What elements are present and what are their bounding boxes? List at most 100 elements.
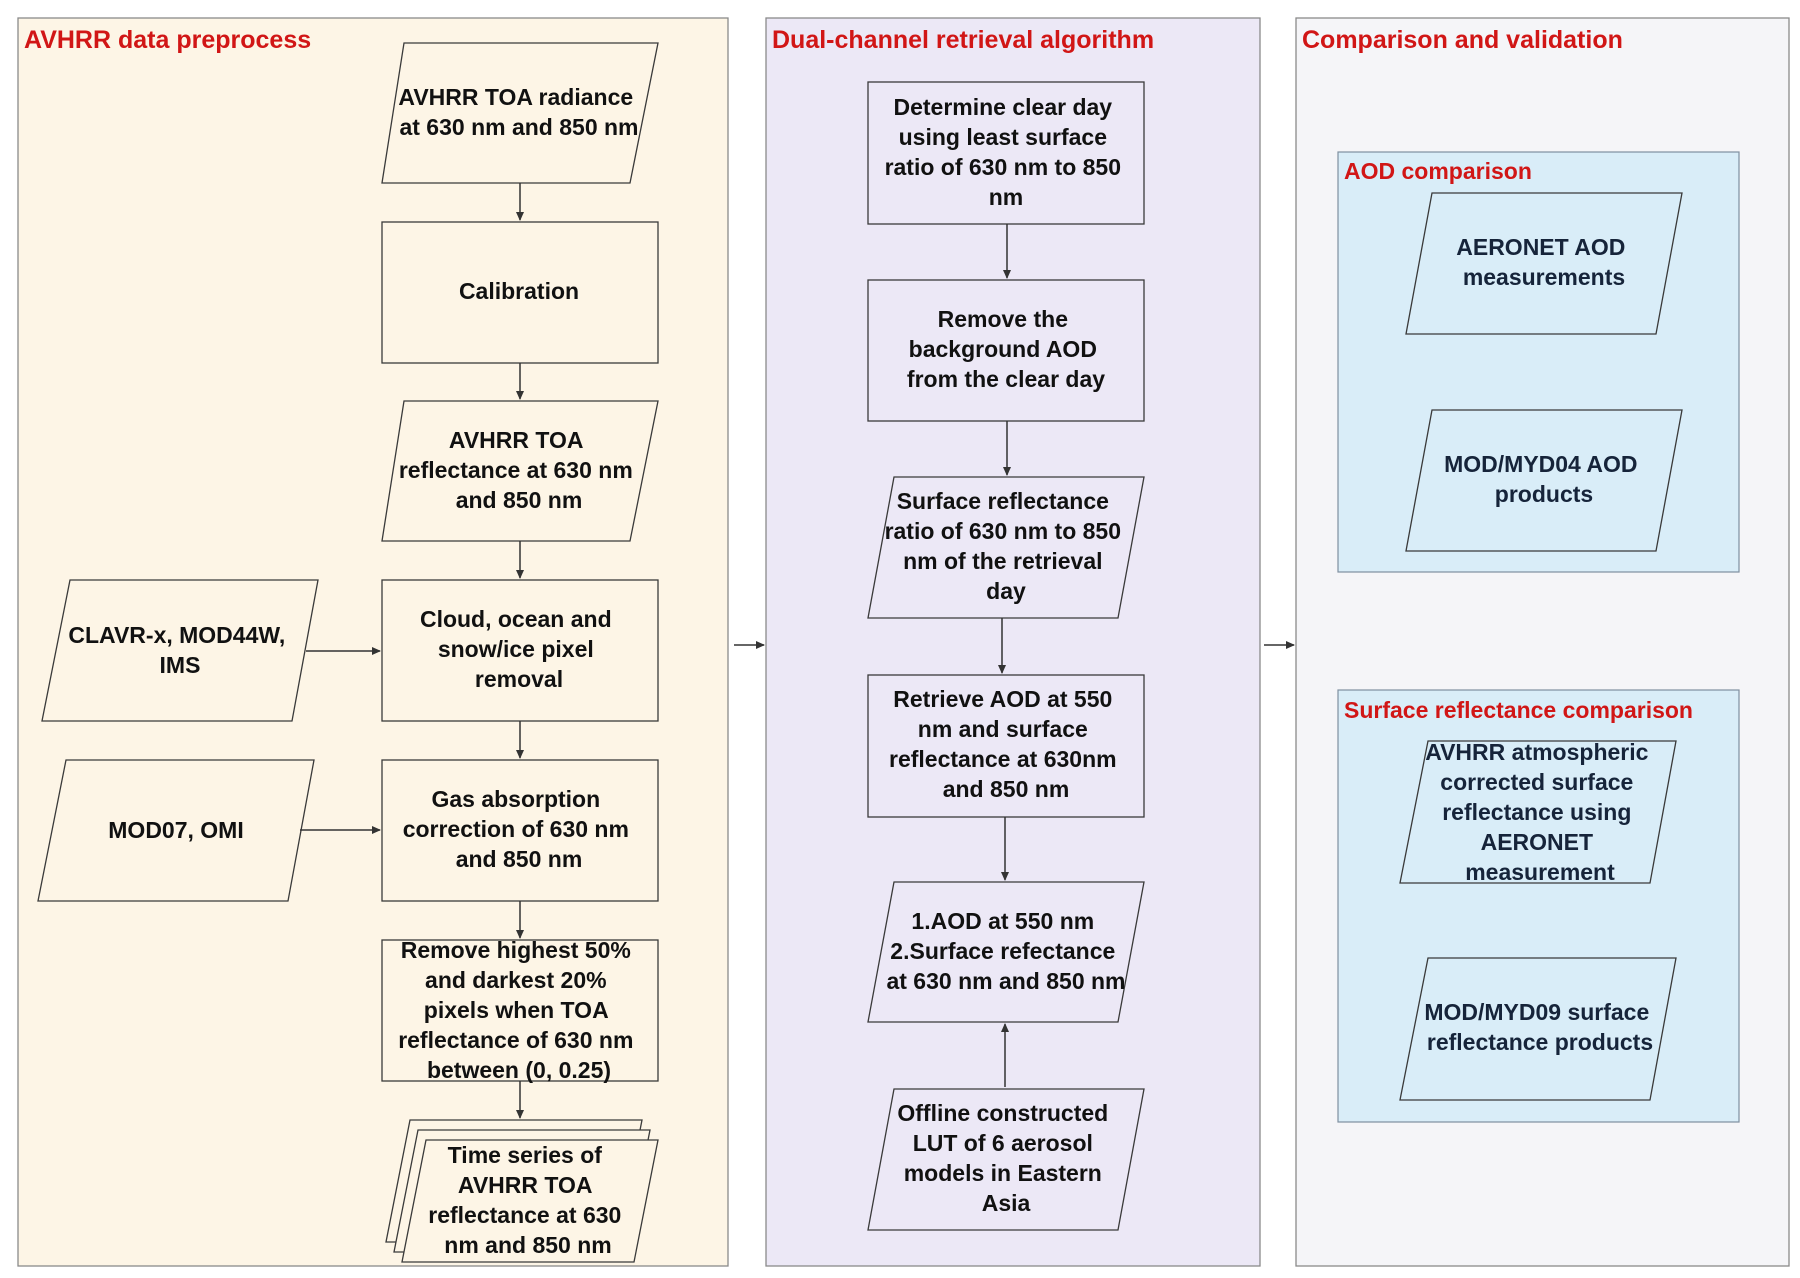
node-line: ratio of 630 nm to 850 [885,154,1121,180]
node-retrieve-aod: Retrieve AOD at 550 nm and surface refle… [867,674,1145,818]
node-clavr: CLAVR-x, MOD44W, IMS [41,579,319,722]
svg-text:MOD/MYD04 AOD products: MOD/MYD04 AOD products [1444,451,1644,507]
svg-text:CLAVR-x, MOD44W, IMS: CLAVR-x, MOD44W, IMS [68,622,291,678]
node-remove-background: Remove the background AOD from the clear… [867,279,1145,422]
node-line: ratio of 630 nm to 850 [885,518,1121,544]
node-lut: Offline constructed LUT of 6 aerosol mod… [867,1088,1145,1231]
svg-text:Retrieve AOD at 550 nm a: Retrieve AOD at 550 nm and surface refle… [889,686,1123,802]
node-line: reflectance products [1427,1029,1653,1055]
panel-title-retrieval: Dual-channel retrieval algorithm [772,26,1154,54]
node-line: reflectance at 630nm [889,746,1117,772]
svg-text:Determine clear day usin: Determine clear day using least surface … [885,94,1128,210]
svg-text:Time series of AVHRR TOA: Time series of AVHRR TOA reflectance at … [428,1142,627,1258]
node-line: Offline constructed [897,1100,1108,1126]
node-line: between (0, 0.25) [427,1057,611,1083]
node-line: measurement [1465,859,1615,885]
node-line: AERONET AOD [1456,234,1625,260]
node-line: MOD/MYD09 surface [1424,999,1649,1025]
node-time-series: Time series of AVHRR TOA reflectance at … [385,1119,659,1263]
node-avhrr-corrected: AVHRR atmospheric corrected surface refl… [1399,739,1677,885]
node-line: removal [475,666,563,692]
node-cloud-removal: Cloud, ocean and snow/ice pixel removal [381,579,659,722]
node-line: IMS [160,652,201,678]
subpanel-title-aod: AOD comparison [1344,158,1532,184]
svg-text:AVHRR atmospheric correc: AVHRR atmospheric corrected surface refl… [1425,739,1655,885]
svg-text:Offline constructed LUT: Offline constructed LUT of 6 aerosol mod… [897,1100,1114,1216]
node-line: day [986,578,1026,604]
node-line: nm and surface [918,716,1088,742]
node-line: AERONET [1481,829,1593,855]
svg-text:AERONET AOD measurements: AERONET AOD measurements [1456,234,1632,290]
node-line: and 850 nm [456,846,583,872]
panel-title-validation: Comparison and validation [1302,26,1623,54]
node-line: from the clear day [907,366,1105,392]
node-line: nm and 850 nm [444,1232,611,1258]
node-mod07: MOD07, OMI [37,759,315,902]
svg-text:AVHRR TOA reflectance at: AVHRR TOA reflectance at 630 nm and 850 … [399,427,639,513]
svg-text:1.AOD at 550 nm 2.Surfac: 1.AOD at 550 nm 2.Surface refectance at … [886,908,1125,994]
node-line: Cloud, ocean and [420,606,612,632]
node-line: and 850 nm [456,487,583,513]
subpanel-title-surface: Surface reflectance comparison [1344,697,1693,723]
node-line: snow/ice pixel [438,636,594,662]
node-remove-pixels: Remove highest 50% and darkest 20% pixel… [381,937,659,1083]
node-line: 2.Surface refectance [890,938,1115,964]
node-line: correction of 630 nm [403,816,629,842]
node-aeronet-aod: AERONET AOD measurements [1405,192,1683,335]
node-line: at 630 nm and 850 nm [886,968,1125,994]
node-line: MOD/MYD04 AOD [1444,451,1637,477]
node-line: Gas absorption [431,786,600,812]
node-line: at 630 nm and 850 nm [399,114,638,140]
node-line: reflectance at 630 [428,1202,621,1228]
node-line: using least surface [899,124,1107,150]
node-calibration: Calibration [381,221,659,364]
node-toa-reflectance: AVHRR TOA reflectance at 630 nm and 850 … [381,400,659,542]
node-line: Calibration [459,278,579,304]
node-line: reflectance using [1442,799,1631,825]
node-line: AVHRR TOA [458,1172,592,1198]
node-line: AVHRR atmospheric [1425,739,1648,765]
svg-text:Cloud, ocean and snow/ic: Cloud, ocean and snow/ice pixel removal [420,606,618,692]
node-modis-aod: MOD/MYD04 AOD products [1405,409,1683,552]
node-toa-radiance: AVHRR TOA radiance at 630 nm and 850 nm [381,42,659,184]
svg-text:Surface reflectance rati: Surface reflectance ratio of 630 nm to 8… [885,488,1128,604]
node-modis-sr: MOD/MYD09 surface reflectance products [1399,957,1677,1101]
node-line: and darkest 20% [425,967,607,993]
panel-retrieval [765,17,1261,1267]
svg-text:Gas absorption correctio: Gas absorption correction of 630 nm and … [403,786,636,872]
node-outputs: 1.AOD at 550 nm 2.Surface refectance at … [867,881,1145,1023]
node-line: MOD07, OMI [108,817,243,843]
svg-text:AVHRR TOA radiance at 63: AVHRR TOA radiance at 630 nm and 850 nm [398,84,639,140]
node-line: AVHRR TOA radiance [398,84,633,110]
node-line: nm [989,184,1024,210]
node-clear-day: Determine clear day using least surface … [867,81,1145,225]
node-line: 1.AOD at 550 nm [911,908,1094,934]
node-line: Remove highest 50% [401,937,631,963]
node-line: LUT of 6 aerosol [913,1130,1093,1156]
node-line: corrected surface [1440,769,1633,795]
node-line: pixels when TOA [424,997,608,1023]
node-line: Time series of [448,1142,603,1168]
node-line: Determine clear day [893,94,1112,120]
panel-title-preprocess: AVHRR data preprocess [24,26,311,54]
node-line: measurements [1463,264,1625,290]
node-line: models in Eastern [904,1160,1102,1186]
svg-text:MOD/MYD09 surface reflec: MOD/MYD09 surface reflectance products [1424,999,1655,1055]
node-line: Retrieve AOD at 550 [893,686,1112,712]
node-line: nm of the retrieval [903,548,1102,574]
node-line: Asia [982,1190,1031,1216]
node-line: CLAVR-x, MOD44W, [68,622,285,648]
node-line: reflectance of 630 nm [398,1027,633,1053]
node-line: AVHRR TOA [449,427,583,453]
svg-text:Remove the background AO: Remove the background AOD from the clear… [907,306,1105,392]
node-line: Surface reflectance [897,488,1109,514]
svg-text:Remove highest 50% and d: Remove highest 50% and darkest 20% pixel… [398,937,640,1083]
node-line: background AOD [909,336,1097,362]
node-line: products [1495,481,1593,507]
node-line: Remove the [938,306,1068,332]
node-surface-ratio: Surface reflectance ratio of 630 nm to 8… [867,476,1145,619]
node-line: reflectance at 630 nm [399,457,633,483]
node-gas-correction: Gas absorption correction of 630 nm and … [381,759,659,902]
node-line: and 850 nm [943,776,1070,802]
